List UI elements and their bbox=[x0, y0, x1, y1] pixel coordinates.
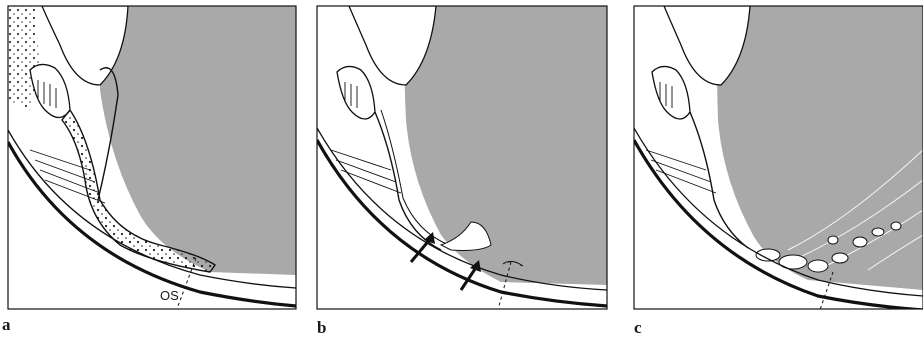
panel-letter-b: b bbox=[317, 318, 326, 338]
panel-b: b bbox=[311, 0, 611, 320]
panel-c: c bbox=[628, 0, 923, 320]
panel-letter-a: a bbox=[2, 315, 11, 335]
panel-b-illustration bbox=[311, 0, 611, 320]
panel-letter-c: c bbox=[634, 318, 642, 338]
panel-a-illustration: OS bbox=[0, 0, 300, 320]
os-label: OS bbox=[160, 288, 179, 303]
panel-c-illustration bbox=[628, 0, 923, 320]
panel-a: OS a bbox=[0, 0, 300, 320]
